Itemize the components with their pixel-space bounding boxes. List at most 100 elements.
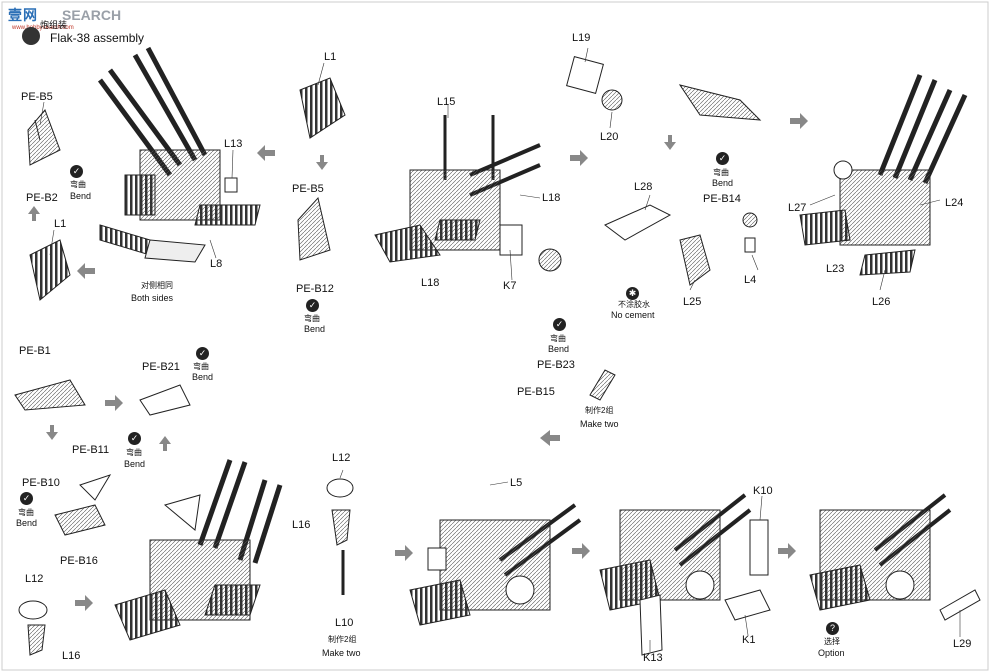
part-l12-l16-l10	[326, 478, 354, 595]
arrow-right-icon	[395, 545, 413, 561]
bend-cn: 弯曲	[126, 448, 142, 457]
arrow-up-icon	[316, 155, 328, 170]
label-k10: K10	[753, 485, 773, 497]
label-l23: L23	[826, 263, 845, 275]
part-l1-top	[299, 77, 346, 139]
arrow-down-icon	[28, 206, 40, 221]
make-two2-en: Make two	[322, 648, 361, 658]
label-l16-mid: L16	[292, 519, 311, 531]
watermark-en: SEARCH	[62, 7, 122, 23]
watermark-url: www.hobbysearch.com	[12, 25, 74, 31]
bend-cn: 弯曲	[193, 362, 209, 371]
step-title-cn: 炮组装	[40, 20, 68, 30]
bend-en: Bend	[304, 324, 326, 334]
label-l4: L4	[744, 274, 757, 286]
part-pe-b10-b16	[54, 474, 112, 536]
label-l18-bottom: L18	[421, 277, 440, 289]
gun-assembly-bottomright	[809, 493, 981, 621]
bend-icon: ✓	[553, 318, 566, 331]
label-l27: L27	[788, 202, 807, 214]
part-l1-left	[29, 239, 71, 301]
part-pe-b21	[139, 384, 191, 416]
bend-en: Bend	[70, 191, 92, 201]
label-l24: L24	[945, 197, 964, 209]
bend-icon: ✓	[20, 492, 33, 505]
label-pe-b14: PE-B14	[703, 193, 741, 205]
bend-cn: 弯曲	[550, 334, 566, 343]
label-l13: L13	[224, 138, 243, 150]
make-two2-cn: 制作2组	[328, 635, 357, 644]
bend-cn: 弯曲	[18, 508, 34, 517]
label-pe-b15: PE-B15	[517, 386, 555, 398]
part-pe-b23	[589, 369, 616, 401]
no-cement-cn: 不涂胶水	[618, 300, 650, 309]
bend-cn: 弯曲	[713, 168, 729, 177]
bend-en: Bend	[712, 178, 734, 188]
watermark-cn: 壹网	[8, 7, 38, 23]
part-l19-l20	[566, 56, 623, 111]
label-l1-left: L1	[54, 218, 67, 230]
label-l19: L19	[572, 32, 591, 44]
arrow-right-icon	[570, 150, 588, 166]
label-l15: L15	[437, 96, 456, 108]
part-l12-l16-left	[18, 600, 48, 656]
label-pe-b23: PE-B23	[537, 359, 575, 371]
label-l12-left: L12	[25, 573, 44, 585]
label-k1: K1	[742, 634, 756, 646]
label-l8: L8	[210, 258, 223, 270]
make-two-cn: 制作2组	[585, 406, 614, 415]
watermark: 壹网 SEARCH www.hobbysearch.com	[4, 3, 164, 33]
arrow-right-icon	[75, 595, 93, 611]
gun-assembly-bottomcenter-right	[599, 493, 771, 656]
label-k13: K13	[643, 652, 663, 664]
both-sides-cn: 对侧相同	[141, 281, 173, 290]
label-l12-mid: L12	[332, 452, 351, 464]
label-pe-b11: PE-B11	[72, 444, 110, 456]
arrow-up-icon	[46, 425, 58, 440]
label-pe-b2: PE-B2	[26, 192, 58, 204]
bend-cn: 弯曲	[70, 180, 86, 189]
no-glue-icon: ✱	[626, 287, 639, 300]
option-en: Option	[818, 648, 845, 658]
label-pe-b10: PE-B10	[22, 477, 60, 489]
step-number-icon	[22, 27, 40, 45]
label-l20: L20	[600, 131, 619, 143]
label-l1-top: L1	[324, 51, 337, 63]
label-pe-b12: PE-B12	[296, 283, 334, 295]
option-cn: 选择	[824, 637, 840, 646]
gun-assembly-topright	[799, 74, 968, 276]
part-pe-b1	[14, 379, 86, 411]
arrow-left-icon	[540, 430, 560, 446]
part-pe-b5-left	[27, 109, 61, 166]
no-cement-en: No cement	[611, 310, 655, 320]
label-l29: L29	[953, 638, 972, 650]
label-pe-b21: PE-B21	[142, 361, 180, 373]
part-l13	[224, 177, 238, 193]
label-l10: L10	[335, 617, 354, 629]
part-pe-b14-cluster	[678, 84, 762, 253]
gun-assembly-bottomcenter	[409, 503, 582, 626]
option-icon: ?	[826, 622, 839, 635]
label-pe-b5-left: PE-B5	[21, 91, 53, 103]
label-k7: K7	[503, 280, 517, 292]
label-l16-left: L16	[62, 650, 81, 662]
leader-lines	[39, 47, 961, 652]
arrow-right-icon	[778, 543, 796, 559]
bend-en: Bend	[548, 344, 570, 354]
bend-icon: ✓	[128, 432, 141, 445]
gun-assembly-bottomleft	[114, 459, 283, 641]
label-l26: L26	[872, 296, 891, 308]
label-l25: L25	[683, 296, 702, 308]
arrow-right-icon	[105, 395, 123, 411]
bend-icon: ✓	[716, 152, 729, 165]
label-l5: L5	[510, 477, 523, 489]
both-sides-en: Both sides	[131, 293, 174, 303]
bend-icon: ✓	[306, 299, 319, 312]
gun-assembly-topleft	[97, 46, 261, 263]
bend-en: Bend	[16, 518, 38, 528]
part-l28-l25	[604, 204, 711, 286]
gun-assembly-center	[374, 115, 562, 272]
label-l18-right: L18	[542, 192, 561, 204]
